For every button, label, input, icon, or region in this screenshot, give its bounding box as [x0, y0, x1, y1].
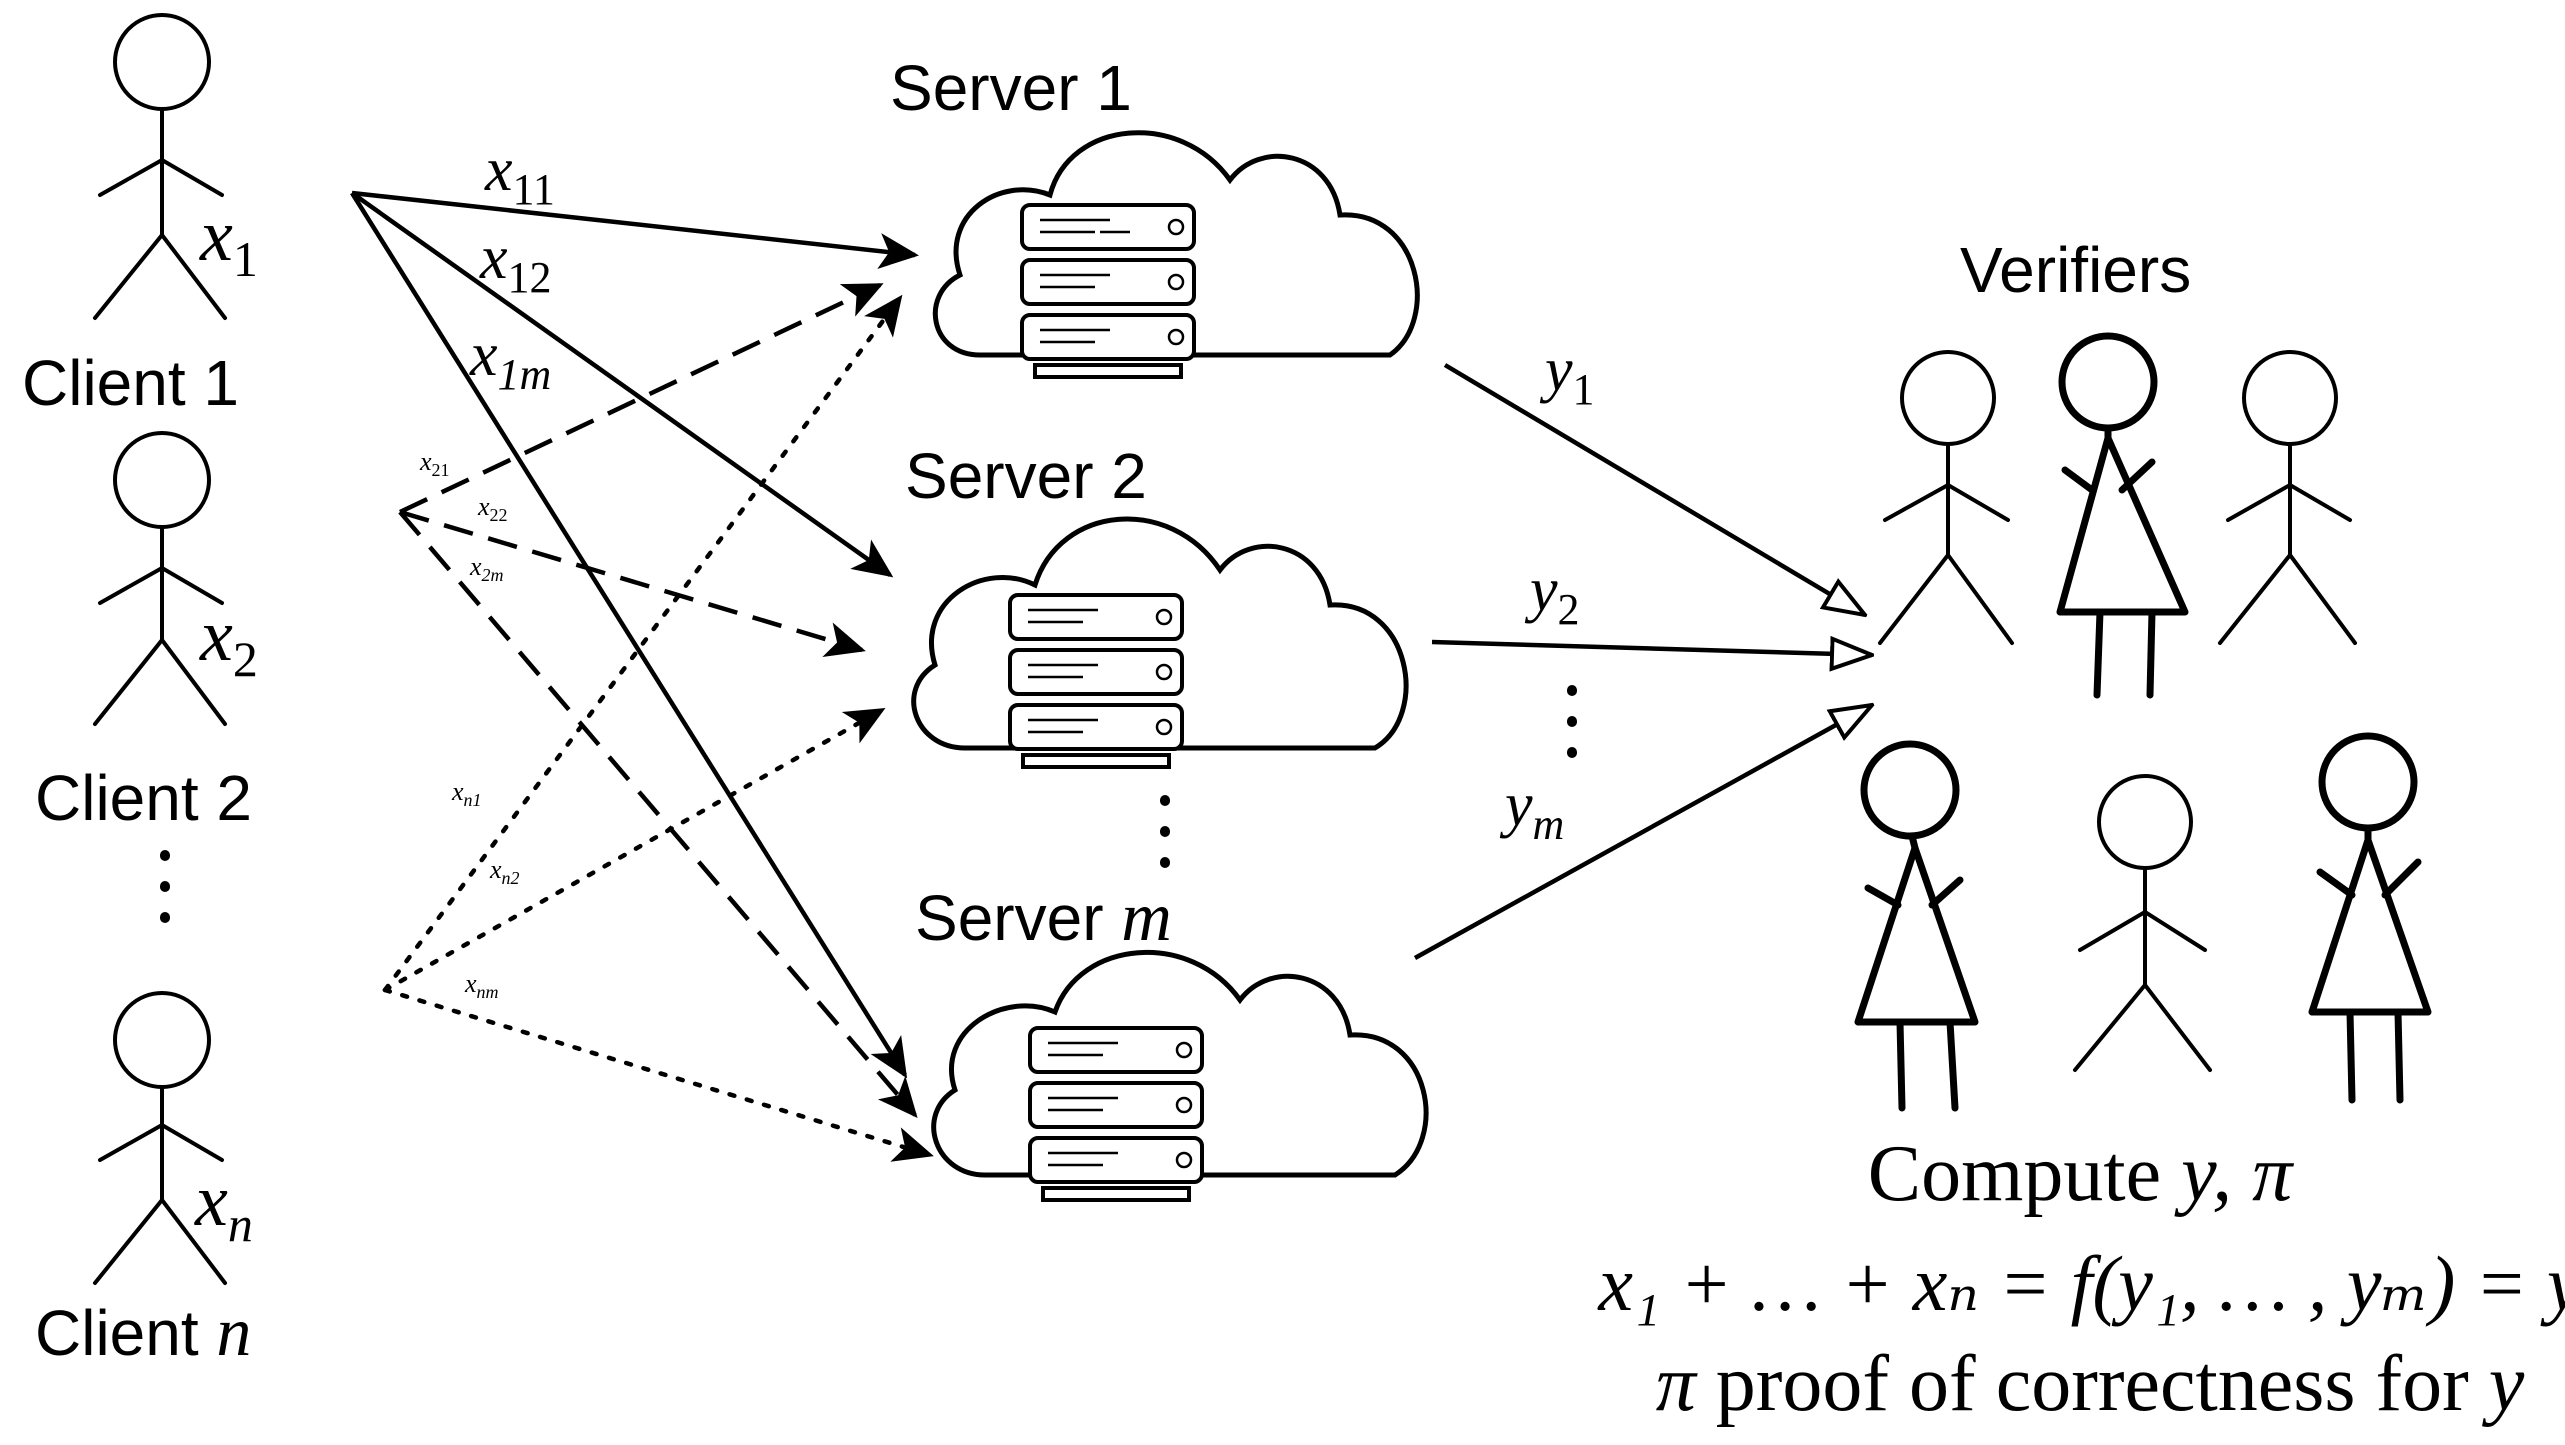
verifier-4-figure — [1854, 740, 1979, 1112]
client-2-label: Client 2 — [35, 762, 252, 834]
client-n-figure — [93, 991, 227, 1285]
server-1-label: Server 1 — [890, 52, 1132, 124]
share-arrow-x12 — [350, 191, 894, 578]
server-m-label: Server m — [915, 879, 1172, 956]
share-label-xn1: xn1 — [451, 777, 482, 810]
share-label-x1m: x1m — [469, 321, 551, 399]
share-label-xn2: xn2 — [489, 855, 520, 888]
client-2-input-label: x2 — [199, 595, 258, 687]
verifier-1-figure — [1878, 350, 2014, 645]
output-arrow-y1 — [1443, 363, 1865, 615]
share-label-x11: x11 — [484, 136, 555, 214]
share-arrow-x21 — [399, 282, 884, 515]
client-1-input-label: x1 — [199, 195, 258, 287]
server-1-rack-icon — [1020, 203, 1196, 379]
output-label-ym: ym — [1499, 771, 1564, 849]
share-arrow-xn2 — [382, 707, 886, 993]
share-arrow-xnm — [382, 987, 934, 1162]
client-2-figure — [93, 431, 227, 726]
client-1-figure — [93, 13, 227, 320]
client-n-label: Client n — [35, 1294, 251, 1371]
caption-line-1: Compute y, π — [1868, 1130, 2294, 1218]
share-arrow-x22 — [399, 509, 866, 657]
verifiers-title: Verifiers — [1960, 234, 2191, 306]
share-arrow-x1m — [350, 191, 908, 1079]
server-2-rack-icon — [1008, 593, 1184, 769]
share-label-x22: x22 — [477, 492, 508, 525]
server-m-rack-icon — [1028, 1026, 1204, 1202]
verifier-2-figure — [2056, 332, 2189, 699]
client-1-label: Client 1 — [22, 347, 239, 419]
share-label-xnm: xnm — [464, 969, 499, 1002]
client-n-input-label: xn — [194, 1160, 253, 1252]
caption-line-3: π proof of correctness for y — [1656, 1340, 2525, 1428]
output-arrow-ym — [1413, 705, 1872, 960]
output-arrow-y2 — [1431, 642, 1872, 655]
share-arrow-x2m — [398, 510, 918, 1119]
verifier-6-figure — [2308, 732, 2432, 1104]
caption-line-2: x₁ + … + xₙ = f(y₁, … , yₘ) = y — [1597, 1240, 2565, 1327]
verifier-5-figure — [2073, 774, 2212, 1072]
share-label-x2m: x2m — [469, 552, 504, 585]
output-label-y2: y2 — [1524, 556, 1580, 634]
share-arrow-x11 — [351, 190, 919, 269]
share-label-x21: x21 — [419, 447, 450, 480]
verifier-3-figure — [2218, 350, 2357, 645]
share-label-x12: x12 — [479, 224, 552, 302]
share-arrow-xn1 — [382, 294, 903, 993]
server-2-label: Server 2 — [905, 440, 1147, 512]
output-label-y1: y1 — [1539, 336, 1595, 414]
